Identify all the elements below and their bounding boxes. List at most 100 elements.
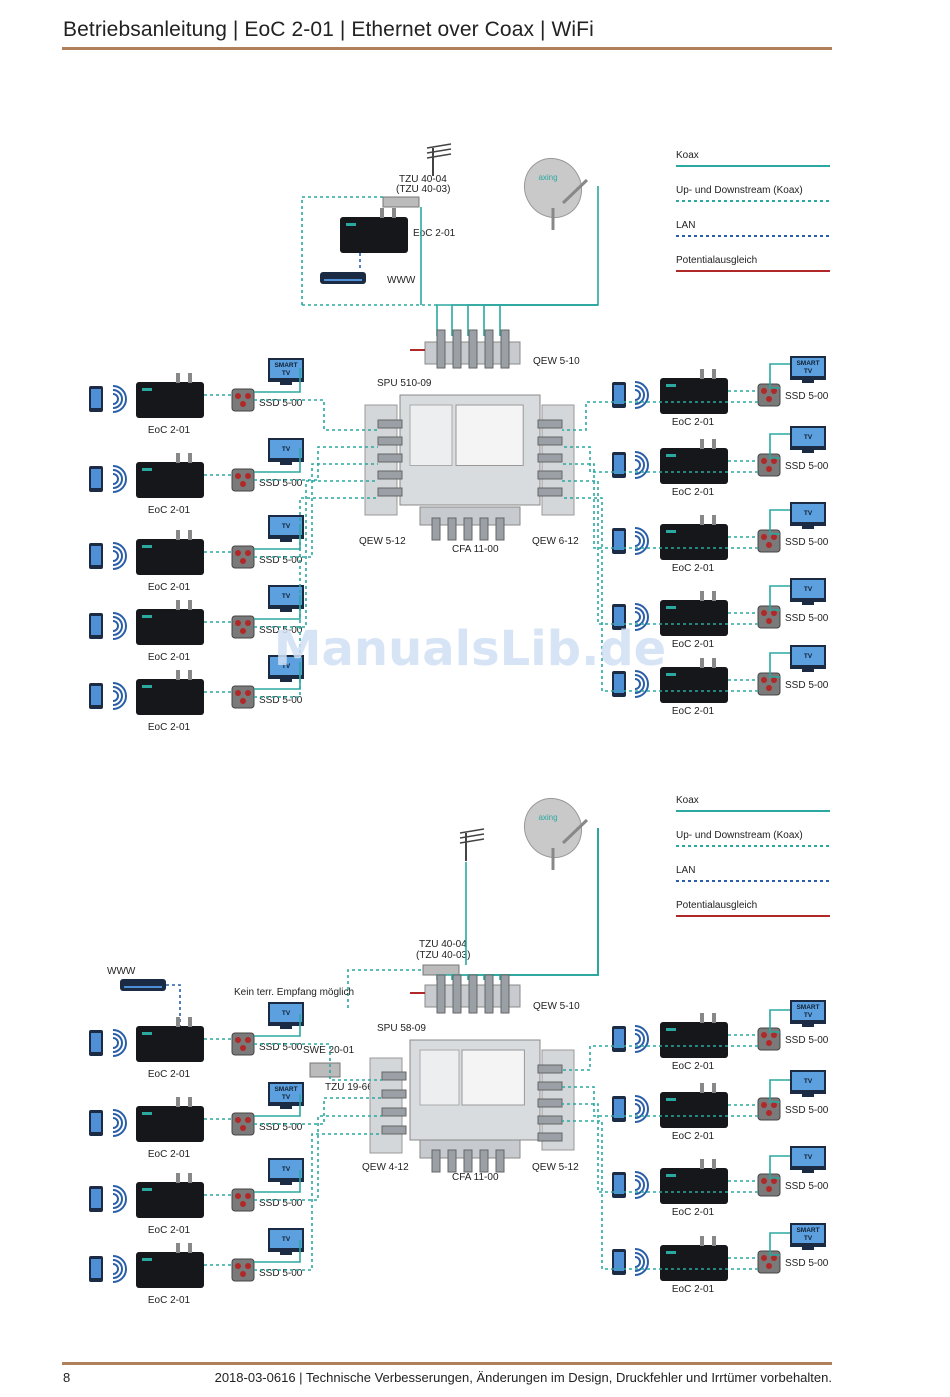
eoc-device-icon (660, 369, 728, 414)
left-tv-coax (254, 665, 301, 690)
right-tv-coax (769, 509, 790, 535)
coax-feed (467, 828, 599, 980)
www-label: WWW (107, 966, 136, 977)
right-tv-coax (769, 652, 790, 678)
wifi-icon (634, 527, 649, 555)
right-eoc-label: EoC 2-01 (672, 487, 715, 498)
left-feed-line (254, 1043, 382, 1081)
tv-label: SMART (796, 1227, 819, 1234)
left-eoc-label: EoC 2-01 (148, 582, 191, 593)
smartphone-icon (89, 1256, 103, 1282)
antenna-socket-icon (231, 685, 255, 709)
eoc-device-icon (660, 1013, 728, 1058)
f-connector (537, 1098, 563, 1108)
antenna-socket-icon (231, 1032, 255, 1056)
f-connector (447, 1149, 457, 1173)
right-feed-line (562, 1120, 758, 1270)
f-connector (381, 1125, 407, 1135)
legend-label-potential: Potentialausgleich (676, 900, 757, 911)
wifi-icon (112, 612, 127, 640)
eoc-device-icon (660, 658, 728, 703)
eoc-device-icon (136, 1097, 204, 1142)
tv-label: TV (804, 1012, 813, 1019)
tv-icon: TV (790, 426, 826, 453)
right-feed-line (562, 463, 758, 549)
lan-router (166, 984, 181, 1030)
cfa-label: CFA 11-00 (452, 1172, 499, 1183)
antenna-socket-icon (757, 1173, 781, 1197)
right-ssd-label: SSD 5-00 (785, 537, 829, 548)
no-terrestrial-label: Kein terr. Empfang möglich (234, 987, 354, 998)
right-tv-coax (769, 585, 790, 611)
left-feed-line (254, 399, 378, 431)
wifi-icon (634, 451, 649, 479)
f-connector (447, 517, 457, 541)
tv-label: TV (282, 593, 291, 600)
spu-label: SPU 58-09 (377, 1023, 426, 1034)
legend-label-koax: Koax (676, 150, 699, 161)
right-feed-line (562, 497, 758, 692)
left-tv-coax (254, 1170, 301, 1193)
wifi-icon (634, 1025, 649, 1053)
f-connector (377, 419, 403, 429)
left-tv-coax (254, 1240, 301, 1263)
tzu-label-top: TZU 40-04 (419, 939, 467, 950)
spu-label: SPU 510-09 (377, 378, 432, 389)
left-eoc-label: EoC 2-01 (148, 722, 191, 733)
right-ssd-label: SSD 5-00 (785, 1105, 829, 1116)
f-connector (537, 1132, 563, 1142)
f-connector (463, 1149, 473, 1173)
right-eoc-label: EoC 2-01 (672, 1284, 715, 1295)
wifi-icon (634, 1095, 649, 1123)
right-eoc-label: EoC 2-01 (672, 563, 715, 574)
tv-label: TV (282, 1166, 291, 1173)
left-ssd-label: SSD 5-00 (259, 695, 303, 706)
f-connector (537, 470, 563, 480)
swe-label: SWE 20-01 (303, 1045, 355, 1056)
multiswitch-icon (409, 1039, 541, 1141)
coax-feed (499, 828, 599, 980)
qew-right-label: QEW 6-12 (532, 536, 579, 547)
antenna-socket-icon (231, 1188, 255, 1212)
tv-label: TV (804, 1235, 813, 1242)
left-ssd-label: SSD 5-00 (259, 625, 303, 636)
f-connector (484, 329, 494, 369)
qew-right-label: QEW 5-12 (532, 1162, 579, 1173)
left-tv-coax (254, 368, 301, 393)
f-connector (537, 487, 563, 497)
right-eoc-label: EoC 2-01 (672, 1131, 715, 1142)
left-tv-coax (254, 448, 301, 473)
footer-rule (62, 1362, 832, 1365)
left-tv-coax (254, 1094, 301, 1117)
tv-label: TV (282, 663, 291, 670)
f-connector (381, 1089, 407, 1099)
tv-label: TV (804, 510, 813, 517)
eoc-device-icon (136, 670, 204, 715)
antenna-socket-icon (757, 383, 781, 407)
terrestrial-antenna-icon (426, 143, 452, 176)
smartphone-icon (89, 683, 103, 709)
f-connector (452, 974, 462, 1014)
wifi-icon (112, 385, 127, 413)
wifi-icon (634, 381, 649, 409)
f-connector (436, 329, 446, 369)
antenna-socket-icon (757, 1250, 781, 1274)
legend-label-potential: Potentialausgleich (676, 255, 757, 266)
cfa-label: CFA 11-00 (452, 544, 499, 555)
f-connector (537, 419, 563, 429)
right-ssd-label: SSD 5-00 (785, 461, 829, 472)
eoc-device-icon (660, 591, 728, 636)
footer-disclaimer: 2018-03-0616 | Technische Verbesserungen… (214, 1370, 832, 1385)
tv-icon: TV (268, 438, 304, 465)
f-connector (495, 1149, 505, 1173)
antenna-socket-icon (231, 1112, 255, 1136)
antenna-socket-icon (757, 529, 781, 553)
legend-label-updown: Up- und Downstream (Koax) (676, 185, 803, 196)
right-eoc-label: EoC 2-01 (672, 706, 715, 717)
terrestrial-antenna-icon (459, 828, 485, 861)
right-feed-line (562, 446, 758, 473)
tv-icon: TV (268, 1158, 304, 1185)
tv-icon: TV (268, 655, 304, 682)
tzu-label-bottom: (TZU 40-03) (396, 184, 450, 195)
